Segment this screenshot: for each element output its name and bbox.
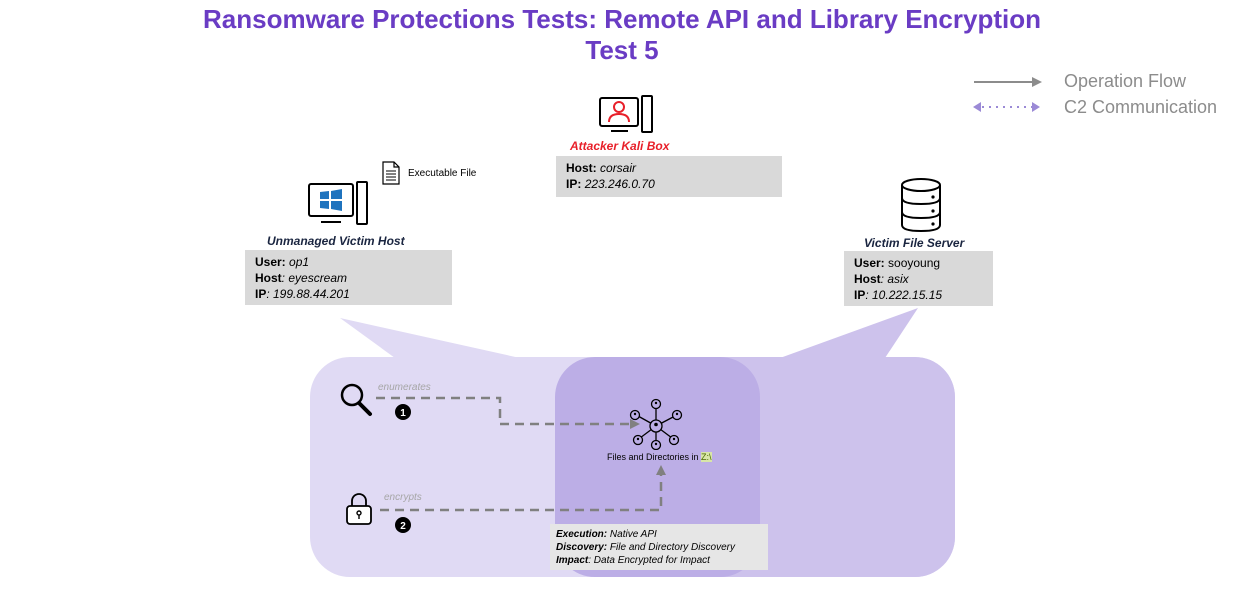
server-user-value: sooyoung <box>888 256 941 270</box>
server-ip-key: IP <box>854 288 866 302</box>
attacker-ip-key: IP: <box>566 177 582 191</box>
victim-host-info-box: User: op1 Host: eyescream IP: 199.88.44.… <box>245 250 452 305</box>
diagram-title: Ransomware Protections Tests: Remote API… <box>203 4 1041 34</box>
victim-user-value: op1 <box>289 255 310 269</box>
technique-discovery: Discovery: File and Directory Discovery <box>556 541 762 554</box>
zone-center <box>555 357 760 577</box>
target-label-prefix: Files and Directories in <box>607 452 702 462</box>
file-server-info-box: User: sooyoung Host: asix IP: 10.222.15.… <box>844 251 993 306</box>
database-server-icon <box>901 178 941 233</box>
executable-file-label: Executable File <box>408 168 477 179</box>
file-server-label: Victim File Server <box>864 236 965 250</box>
step-2-number: 2 <box>400 521 406 532</box>
step-1-badge: 1 <box>395 404 411 420</box>
legend-operation-flow-arrow <box>974 77 1042 87</box>
legend-c2-arrow <box>973 102 1040 112</box>
enumerate-flow-arrow <box>376 396 640 429</box>
network-hub-icon <box>629 398 683 450</box>
server-ip-value: : 10.222.15.15 <box>865 288 943 302</box>
enumerates-label: enumerates <box>378 382 431 393</box>
legend-lines <box>973 77 1042 112</box>
server-user-key: User: <box>854 256 885 270</box>
technique-key: Execution: <box>556 529 608 540</box>
document-icon <box>382 161 400 185</box>
technique-execution: Execution: Native API <box>556 528 762 541</box>
diagram-subtitle: Test 5 <box>585 35 659 65</box>
step-2-badge: 2 <box>395 517 411 533</box>
technique-value: Native API <box>609 529 657 540</box>
victim-host-label: Unmanaged Victim Host <box>267 234 405 248</box>
windows-logo-icon <box>320 189 342 211</box>
attacker-ip-value: 223.246.0.70 <box>584 177 655 191</box>
target-label: Files and Directories in Z:\ <box>607 452 712 462</box>
techniques-box: Execution: Native API Discovery: File an… <box>550 524 768 570</box>
attacker-computer-icon <box>599 95 653 133</box>
search-icon <box>340 383 372 416</box>
technique-key: Impact <box>556 555 589 566</box>
encrypts-label: encrypts <box>384 492 422 503</box>
lock-icon <box>346 493 372 525</box>
technique-value: File and Directory Discovery <box>609 542 735 553</box>
victim-host-key: Host <box>255 271 282 285</box>
zone-pointer-right <box>780 308 918 358</box>
zone-pointer-left <box>340 318 520 358</box>
legend-c2-communication: C2 Communication <box>1064 97 1218 117</box>
technique-impact: Impact: Data Encrypted for Impact <box>556 554 762 567</box>
attacker-host-key: Host: <box>566 161 597 175</box>
victim-ip-key: IP <box>255 287 267 301</box>
victim-ip-value: : 199.88.44.201 <box>266 287 350 301</box>
server-host-key: Host <box>854 272 881 286</box>
step-1-number: 1 <box>400 408 406 419</box>
attacker-host-value: corsair <box>600 161 637 175</box>
victim-host-value: : eyescream <box>281 271 348 285</box>
target-drive: Z:\ <box>701 452 712 462</box>
attacker-info-box: Host: corsair IP: 223.246.0.70 <box>556 156 782 197</box>
windows-computer-icon <box>308 181 368 225</box>
technique-key: Discovery: <box>556 542 608 553</box>
victim-user-key: User: <box>255 255 286 269</box>
legend-operation-flow: Operation Flow <box>1064 71 1187 91</box>
technique-value: : Data Encrypted for Impact <box>588 555 710 566</box>
encrypt-flow-arrow <box>380 465 666 512</box>
server-host-value: : asix <box>880 272 909 286</box>
attacker-label: Attacker Kali Box <box>570 139 670 153</box>
